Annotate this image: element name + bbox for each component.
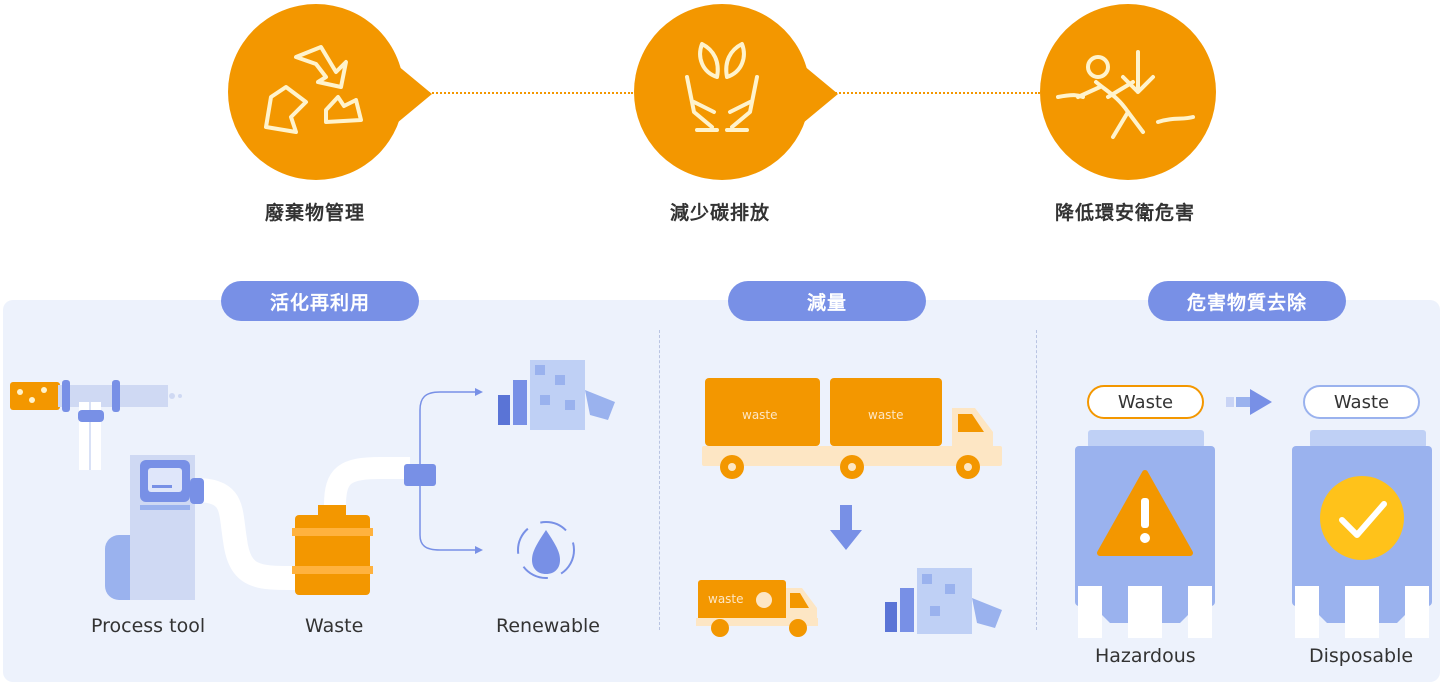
label-waste: Waste bbox=[305, 615, 364, 637]
big-truck-icon bbox=[702, 378, 1002, 479]
truck-label-1: waste bbox=[742, 408, 778, 422]
section-title-reuse: 活化再利用 bbox=[221, 281, 419, 321]
disposable-container bbox=[1292, 430, 1432, 638]
reduced-materials-icon bbox=[885, 568, 1002, 634]
truck-label-2: waste bbox=[868, 408, 904, 422]
section-title-removal: 危害物質去除 bbox=[1148, 281, 1346, 321]
down-arrow-icon bbox=[830, 505, 862, 550]
removal-illustration bbox=[1075, 430, 1432, 638]
falling-person-icon bbox=[1040, 4, 1216, 180]
reduce-illustration bbox=[696, 378, 1002, 637]
waste-barrel bbox=[295, 515, 370, 595]
goal-label: 降低環安衛危害 bbox=[1055, 202, 1196, 224]
label-hazardous: Hazardous bbox=[1095, 645, 1196, 667]
section-divider-1 bbox=[659, 330, 660, 630]
waste-tag-hazardous: Waste bbox=[1087, 385, 1204, 419]
connector-line-2 bbox=[832, 92, 1040, 94]
label-renewable: Renewable bbox=[496, 615, 600, 637]
small-truck-label: waste bbox=[708, 592, 744, 606]
recycle-icon bbox=[228, 4, 432, 180]
hazardous-container bbox=[1075, 430, 1215, 638]
section-divider-2 bbox=[1036, 330, 1037, 630]
goal-label: 減少碳排放 bbox=[670, 202, 771, 224]
label-process-tool: Process tool bbox=[91, 615, 206, 637]
label-disposable: Disposable bbox=[1309, 645, 1414, 667]
transform-arrow-icon bbox=[1226, 389, 1272, 415]
renewable-droplet-icon bbox=[517, 521, 575, 579]
connector-line-1 bbox=[425, 92, 633, 94]
check-icon bbox=[1320, 476, 1404, 560]
hands-leaf-icon bbox=[634, 4, 838, 180]
goal-label: 廢棄物管理 bbox=[265, 202, 366, 224]
reuse-illustration bbox=[10, 360, 615, 600]
recycled-materials-icon bbox=[498, 360, 615, 430]
waste-tag-disposable: Waste bbox=[1303, 385, 1420, 419]
splitter bbox=[404, 464, 436, 486]
section-title-reduce: 減量 bbox=[728, 281, 926, 321]
exhaust-flow bbox=[10, 382, 60, 410]
small-truck-icon bbox=[696, 580, 818, 637]
